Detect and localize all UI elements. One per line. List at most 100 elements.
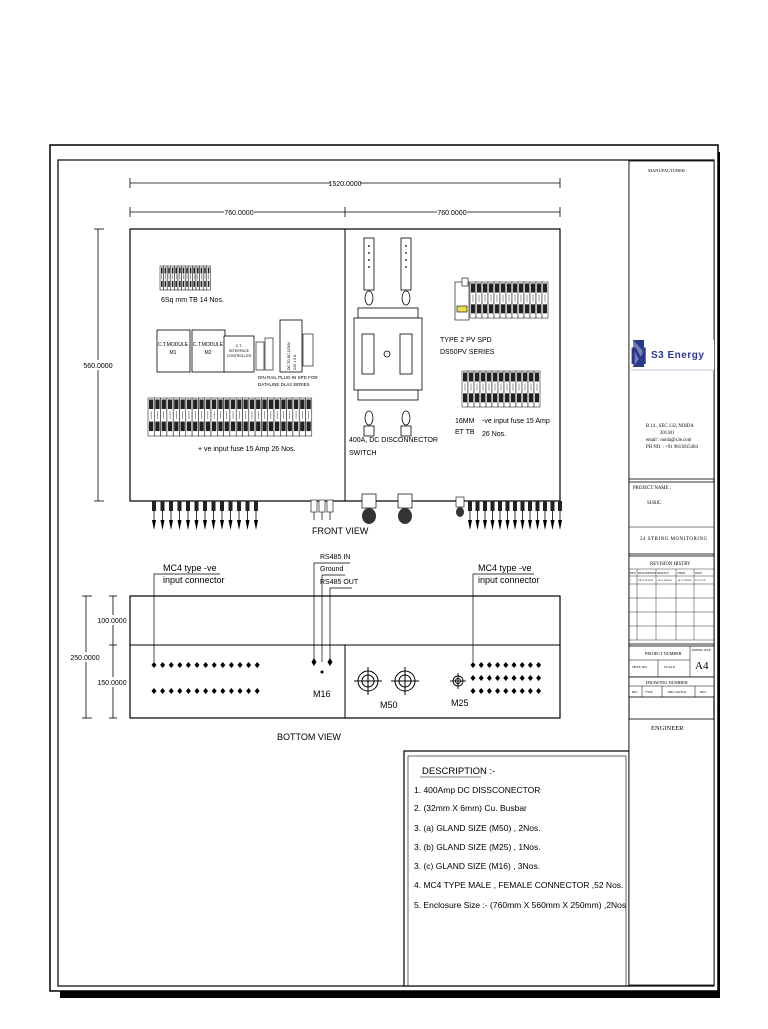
ct-module-m2-line2: M2 xyxy=(205,350,212,356)
mc4-connector xyxy=(503,675,509,681)
mc4-connector-side xyxy=(528,501,532,530)
mc4-connector xyxy=(246,688,252,694)
spd-label-line1: TYPE 2 PV SPD xyxy=(440,337,492,344)
mc4-connector xyxy=(151,688,157,694)
negative-fuse-label-line1: -ve input fuse 15 Amp xyxy=(482,418,550,425)
fuse-holder xyxy=(503,370,511,408)
mc4-connector xyxy=(519,662,525,668)
rev-header: CHKD. xyxy=(677,572,686,575)
mc4-connector-side xyxy=(505,501,510,530)
ct-interface-line1: C.T. xyxy=(236,344,243,348)
mc4-connector-side xyxy=(203,501,207,530)
fuse-holder xyxy=(191,397,199,437)
m50-gland-side xyxy=(397,493,413,524)
project-number-panel xyxy=(628,645,715,678)
terminal-block-6sqmm xyxy=(159,265,211,291)
ct-interface-line2: INTERFACE xyxy=(229,349,250,353)
fuse-holder xyxy=(198,397,205,437)
fuse-holder xyxy=(160,397,168,437)
mc4-connector xyxy=(495,662,501,668)
bottom-view: MC4 type -ve input connector MC4 type -v… xyxy=(129,554,561,742)
fuse-holder xyxy=(217,397,224,437)
fuse-holder xyxy=(517,281,525,319)
mc4-connector-side xyxy=(211,501,216,530)
mc4-right-line1: MC4 type -ve xyxy=(478,563,532,573)
mc4-connector xyxy=(228,688,234,694)
mc4-connector xyxy=(177,662,183,668)
fuse-holder xyxy=(172,397,180,437)
project-number-label: PROJECT NUMBER xyxy=(645,651,682,656)
mc4-left-line1: MC4 type -ve xyxy=(163,563,217,573)
dim-depth: 250.0000 xyxy=(70,655,99,662)
mc4-connector-side xyxy=(254,501,258,530)
fuse-holder xyxy=(487,281,495,319)
mc4-connectors-right xyxy=(470,662,542,694)
address-line-2: 201301 xyxy=(660,431,675,436)
terminal xyxy=(195,265,200,291)
rs485-in-label: RS485 IN xyxy=(320,554,350,561)
description-item-5: 5. Enclosure Size :- (760mm X 560mm X 25… xyxy=(414,900,626,910)
din-rail-plug xyxy=(302,333,314,367)
terminal xyxy=(199,265,204,291)
spd-module-b xyxy=(264,337,274,371)
mc4-connector-side xyxy=(475,501,480,530)
m16-gland-side xyxy=(318,499,326,520)
positive-fuse-label: + ve input fuse 15 Amp 26 Nos. xyxy=(198,446,296,453)
engineer-label: ENGINEER xyxy=(651,725,684,732)
dim-height: 560.0000 xyxy=(83,363,112,370)
ct-interface-line3: CONTROLLER xyxy=(227,354,252,358)
description-item-2: 2. (32mm X 6mm) Cu. Busbar xyxy=(414,803,527,813)
fuse-holder xyxy=(280,397,287,437)
mc4-connector xyxy=(503,662,509,668)
fuse-holder xyxy=(493,281,501,319)
manufacturer-label: MANUFACTURER : xyxy=(648,168,687,173)
mc4-connector xyxy=(536,675,542,681)
fuse-holder xyxy=(248,397,256,437)
mc4-connector xyxy=(478,675,484,681)
rev-header: REV. xyxy=(630,572,636,575)
rev-cell: AR. R.JUMAR xyxy=(657,579,672,582)
ct-module-m1 xyxy=(156,329,191,373)
mc4-connector xyxy=(478,662,484,668)
fuse-holder xyxy=(223,397,231,437)
mc4-connector-side xyxy=(160,501,165,530)
fuse-holder xyxy=(515,370,523,408)
fuse-holder xyxy=(509,370,517,408)
mc4-connectors-left xyxy=(151,662,260,694)
company-initial: N xyxy=(630,343,647,370)
address-line-4: PH NO. : +91 9813015484 xyxy=(646,445,698,450)
et-tb-line1: 16MM xyxy=(455,418,475,425)
mc4-connector xyxy=(194,688,200,694)
fuse-holder xyxy=(527,370,535,408)
rs485-out-label: RS485 OUT xyxy=(320,579,359,586)
ct-module-m1-line2: M1 xyxy=(170,350,177,356)
title-block: MANUFACTURER : N S3 Energy B 14 , SEC 13… xyxy=(628,160,715,986)
mc4-connector-side xyxy=(550,501,555,530)
ground-label: Ground xyxy=(320,566,343,573)
drawing-header-rev: REV xyxy=(700,690,707,694)
fuse-holder xyxy=(235,397,243,437)
din-rail-label-line2: DATALINE DLA2 SERIES xyxy=(258,382,310,387)
fuse-holder xyxy=(535,281,543,319)
fuse-holder xyxy=(261,397,268,437)
mc4-connector xyxy=(194,662,200,668)
terminal xyxy=(181,265,186,291)
dim-half-width-left: 760.0000 xyxy=(224,210,253,217)
busbar-holes xyxy=(368,245,407,268)
dim-total-width: 1520.0000 xyxy=(328,181,361,188)
mc4-connector xyxy=(495,688,501,694)
dc-dc-converter-line2: 24V 1.5 A xyxy=(293,354,297,370)
rev-header: SERVICE xyxy=(657,572,669,575)
address-line-3: email : noida@s3e.com xyxy=(646,438,692,443)
leader-lines xyxy=(153,562,534,662)
mc4-connector xyxy=(519,688,525,694)
description-item-1: 1. 400Amp DC DISSCONECTOR xyxy=(414,785,540,795)
scale-label: SCALE xyxy=(664,665,675,669)
project-name-label: PROJECT NAME : xyxy=(633,486,671,491)
company-name: S3 Energy xyxy=(651,350,704,361)
mc4-connector-side xyxy=(152,501,156,530)
mc4-connector-side xyxy=(228,501,233,530)
negative-fuse-block-bottom xyxy=(461,370,541,408)
address-line-1: B 14 , SEC 132, NOIDA xyxy=(646,424,694,429)
